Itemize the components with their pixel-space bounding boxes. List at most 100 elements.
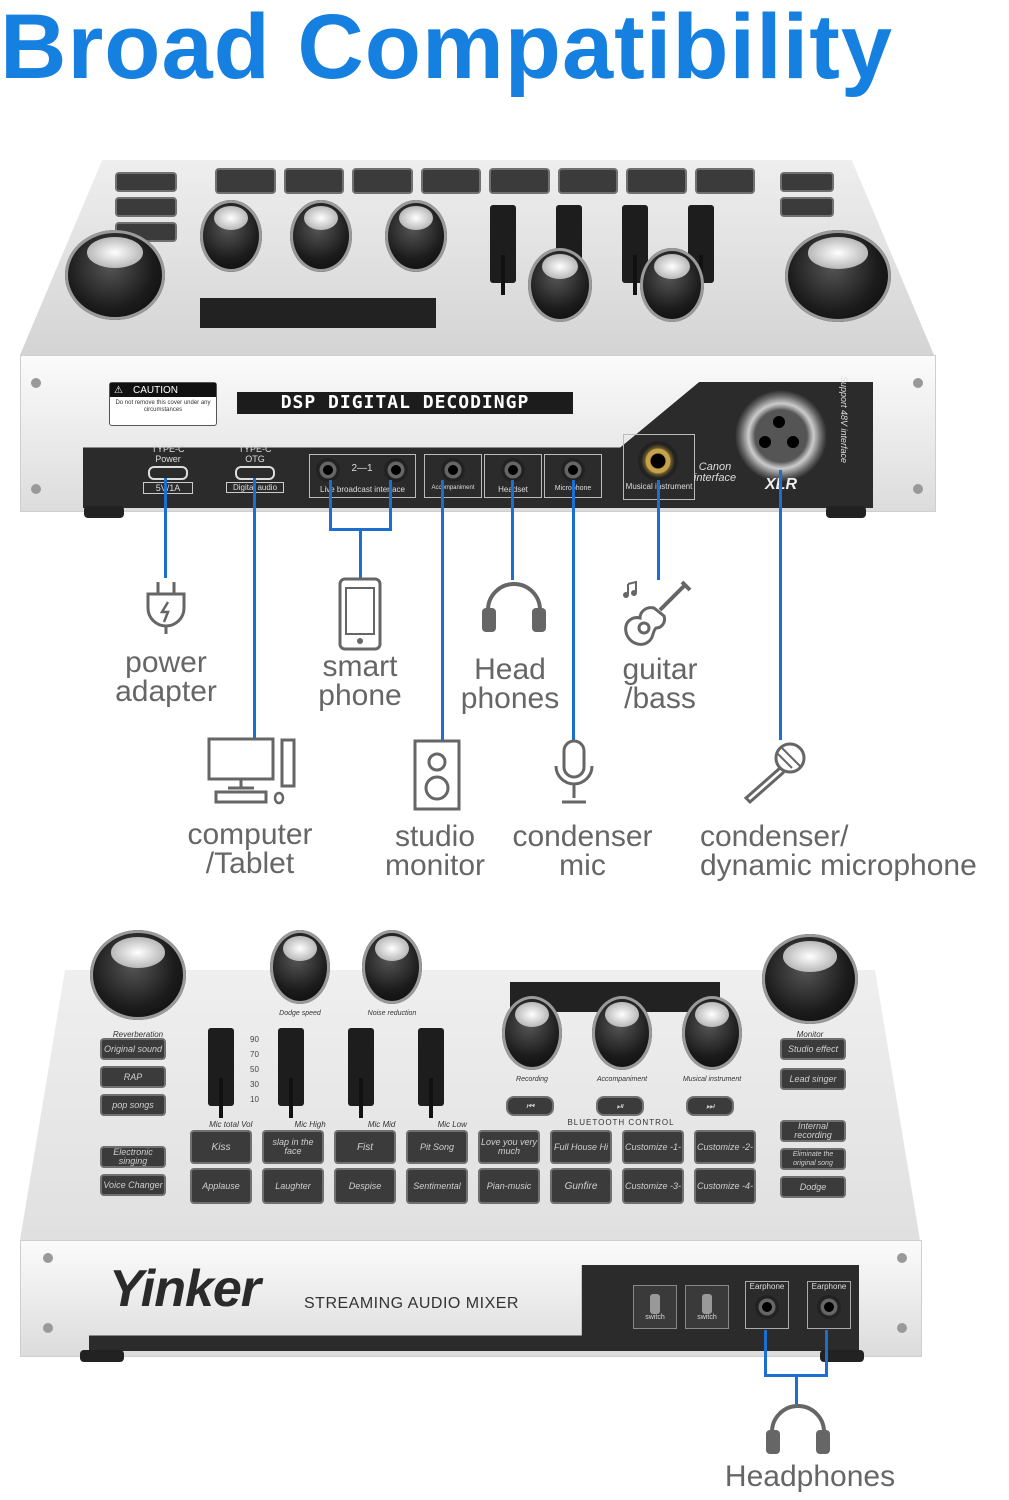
speaker-icon	[413, 739, 461, 811]
dsp-banner: DSP DIGITAL DECODINGP	[237, 392, 573, 414]
pad-customize-3[interactable]: Customize -3-	[622, 1168, 684, 1204]
knob[interactable]	[528, 248, 592, 322]
fader-mic-mid[interactable]	[348, 1028, 374, 1118]
pad-applause[interactable]: Applause	[190, 1168, 252, 1204]
mode-key[interactable]	[115, 172, 177, 192]
right-key-column	[780, 172, 834, 217]
key-dodge[interactable]: Dodge	[780, 1176, 846, 1198]
bottom-mixer-front-panel: Yinker STREAMING AUDIO MIXER switch swit…	[20, 1240, 922, 1357]
knob[interactable]	[200, 200, 262, 272]
screw-icon	[913, 484, 923, 494]
top-mixer-button-row	[215, 168, 755, 218]
pad-key[interactable]	[283, 168, 344, 194]
foot	[826, 506, 866, 518]
fader-mic-low[interactable]	[418, 1028, 444, 1118]
xlr-port[interactable]: XLR	[733, 388, 837, 498]
pad-slap[interactable]: slap in the face	[262, 1130, 324, 1164]
screw-icon	[43, 1323, 53, 1333]
pad-laughter[interactable]: Laughter	[262, 1168, 324, 1204]
bottom-mixer-device: Reverberation Dodge speed Noise reductio…	[20, 930, 922, 1370]
jack-icon	[501, 458, 525, 482]
key-internal-recording[interactable]: Internal recording	[780, 1120, 846, 1142]
monitor-knob[interactable]	[762, 934, 858, 1024]
wire-xlr-mic	[779, 470, 782, 740]
foot	[80, 1350, 124, 1362]
fader-mic-total[interactable]	[208, 1028, 234, 1118]
pad-key[interactable]	[489, 168, 550, 194]
label-headphones-output: Headphones	[724, 1460, 896, 1493]
pad-key[interactable]	[420, 168, 481, 194]
instrument-knob[interactable]	[682, 996, 742, 1070]
key-electronic-singing[interactable]: Electronic singing	[100, 1146, 166, 1168]
label-guitar: guitar /bass	[622, 653, 698, 715]
switch-toggle[interactable]: switch	[633, 1285, 677, 1329]
key-voice-changer[interactable]: Voice Changer	[100, 1174, 166, 1196]
guitar-icon	[623, 580, 692, 646]
typec-power-port[interactable]: TYPE-C Power 5V/1A	[143, 444, 193, 502]
earphone-port[interactable]: Earphone	[745, 1281, 789, 1329]
fader-mic-high[interactable]	[278, 1028, 304, 1118]
mode-key[interactable]	[780, 197, 834, 217]
pad-despise[interactable]: Despise	[334, 1168, 396, 1204]
pad-love-you[interactable]: Love you very much	[478, 1130, 540, 1164]
port-type-label: TYPE-C	[238, 444, 272, 454]
play-pause-button[interactable]: ⏯	[596, 1096, 644, 1116]
pad-customize-1[interactable]: Customize -1-	[622, 1130, 684, 1164]
mode-key[interactable]	[780, 172, 834, 192]
pad-customize-2[interactable]: Customize -2-	[694, 1130, 756, 1164]
key-pop-songs[interactable]: pop songs	[100, 1094, 166, 1116]
fader[interactable]	[490, 205, 516, 295]
accompaniment-port[interactable]: Accompaniment	[424, 454, 482, 498]
bottom-mixer-top-plate	[20, 970, 920, 1240]
page-title: Broad Compatibility	[0, 0, 894, 98]
knob[interactable]	[640, 248, 704, 322]
pad-fist[interactable]: Fist	[334, 1130, 396, 1164]
previous-track-button[interactable]: ⏮	[506, 1096, 554, 1116]
jack-icon	[817, 1295, 841, 1319]
knob[interactable]	[290, 200, 352, 272]
accompaniment-knob[interactable]	[592, 996, 652, 1070]
screw-icon	[43, 1253, 53, 1263]
wire-power	[164, 478, 167, 578]
pad-key[interactable]	[215, 168, 276, 194]
reverberation-knob[interactable]	[90, 930, 186, 1020]
large-knob[interactable]	[785, 230, 891, 322]
noise-reduction-knob[interactable]	[362, 930, 422, 1004]
mode-key[interactable]	[115, 197, 177, 217]
pad-key[interactable]	[557, 168, 618, 194]
pad-sentimental[interactable]: Sentimental	[406, 1168, 468, 1204]
dodge-speed-knob[interactable]	[270, 930, 330, 1004]
large-knob[interactable]	[65, 230, 165, 320]
knob-label-dodge: Dodge speed	[279, 1010, 321, 1017]
live-broadcast-port[interactable]: 2—1 Live broadcast interface	[309, 454, 416, 498]
knob[interactable]	[385, 200, 447, 272]
recording-knob[interactable]	[502, 996, 562, 1070]
port-name-label: Accompaniment	[431, 485, 475, 491]
pad-piano-music[interactable]: Pian-music	[478, 1168, 540, 1204]
next-track-button[interactable]: ⏭	[686, 1096, 734, 1116]
key-original-sound[interactable]: Original sound	[100, 1038, 166, 1060]
switch-knob-icon	[702, 1294, 712, 1314]
fader-labels: Mic total Vol Mic High Mic Mid Mic Low	[188, 1120, 488, 1129]
pad-full-house[interactable]: Full House Hi	[550, 1130, 612, 1164]
wire-live-left	[329, 480, 332, 530]
pad-key[interactable]	[694, 168, 755, 194]
key-rap[interactable]: RAP	[100, 1066, 166, 1088]
earphone-port[interactable]: Earphone	[807, 1281, 851, 1329]
switch-toggle[interactable]: switch	[685, 1285, 729, 1329]
bluetooth-controls: ⏮ ⏯ ⏭ BLUETOOTH CONTROL	[506, 1096, 746, 1136]
canon-label: Canon interface	[693, 461, 737, 484]
earphone-label: Earphone	[811, 1282, 847, 1291]
key-lead-singer[interactable]: Lead singer	[780, 1068, 846, 1090]
knob-label-noise: Noise reduction	[367, 1010, 417, 1017]
pad-kiss[interactable]: Kiss	[190, 1130, 252, 1164]
pad-pit-song[interactable]: Pit Song	[406, 1130, 468, 1164]
pad-customize-4[interactable]: Customize -4-	[694, 1168, 756, 1204]
key-studio-effect[interactable]: Studio effect	[780, 1038, 846, 1060]
pad-key[interactable]	[626, 168, 687, 194]
pad-key[interactable]	[352, 168, 413, 194]
port-type-label: TYPE-C	[151, 444, 185, 454]
key-eliminate-original[interactable]: Eliminate the original song	[780, 1148, 846, 1170]
pad-gunfire[interactable]: Gunfire	[550, 1168, 612, 1204]
earphone-label: Earphone	[749, 1282, 785, 1291]
